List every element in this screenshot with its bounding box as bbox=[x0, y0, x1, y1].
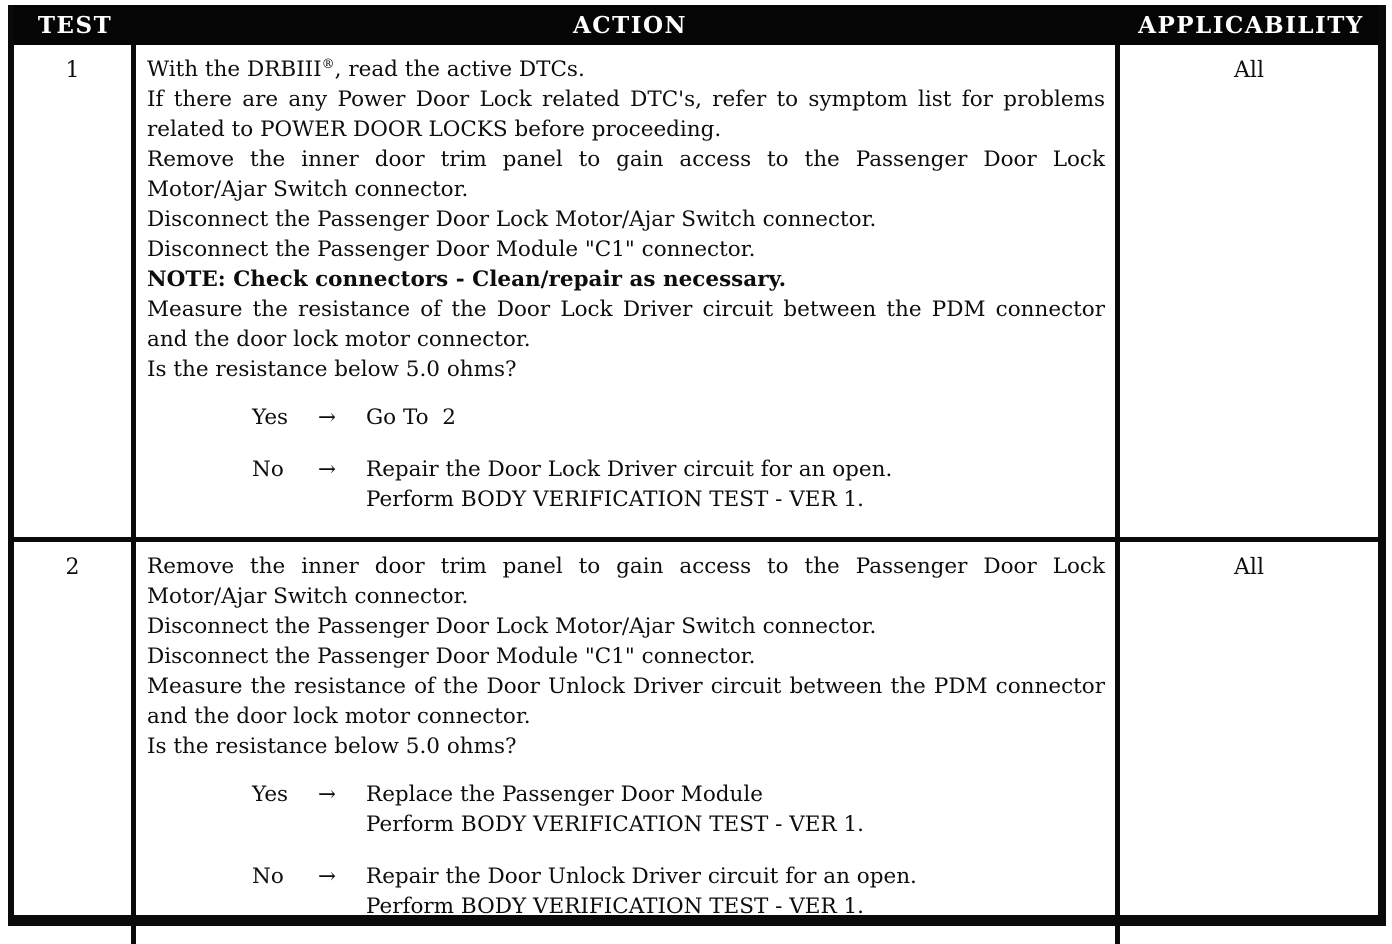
action-step: Is the resistance below 5.0 ohms? bbox=[147, 357, 517, 382]
outcome-line: Repair the Door Unlock Driver circuit fo… bbox=[366, 864, 917, 889]
decision-branch: No → Repair the Door Lock Driver circuit… bbox=[252, 455, 1105, 515]
table-body: 1 With the DRBIII®, read the active DTCs… bbox=[14, 45, 1378, 944]
decision-outcome: Repair the Door Unlock Driver circuit fo… bbox=[366, 862, 1105, 922]
decision-answer: No bbox=[252, 457, 284, 482]
action-cell: With the DRBIII®, read the active DTCs. I… bbox=[131, 45, 1120, 537]
action-step: If there are any Power Door Lock related… bbox=[147, 87, 1105, 142]
decision-branch: No → Repair the Door Unlock Driver circu… bbox=[252, 862, 1105, 922]
action-step: NOTE: Check connectors - Clean/repair as… bbox=[147, 267, 787, 292]
action-cell: Remove the inner door trim panel to gain… bbox=[131, 542, 1120, 944]
outcome-line: Perform BODY VERIFICATION TEST - VER 1. bbox=[366, 894, 865, 919]
column-header-test: TEST bbox=[37, 11, 113, 39]
action-step: Measure the resistance of the Door Unloc… bbox=[147, 674, 1105, 729]
applicability-value: All bbox=[1234, 58, 1264, 83]
decision-list: Yes → Go To 2 No → Repair the Door Lock … bbox=[147, 403, 1105, 515]
decision-outcome: Repair the Door Lock Driver circuit for … bbox=[366, 455, 1105, 515]
applicability-cell: All bbox=[1120, 45, 1378, 537]
action-step: Measure the resistance of the Door Lock … bbox=[147, 297, 1105, 352]
action-step: With the DRBIII®, read the active DTCs. bbox=[147, 56, 585, 82]
applicability-value: All bbox=[1234, 555, 1264, 580]
outcome-line: Replace the Passenger Door Module bbox=[366, 782, 763, 807]
action-step: Remove the inner door trim panel to gain… bbox=[147, 147, 1105, 202]
outcome-line: Repair the Door Lock Driver circuit for … bbox=[366, 457, 893, 482]
arrow-icon: → bbox=[318, 864, 337, 889]
arrow-icon: → bbox=[318, 405, 337, 430]
test-number: 1 bbox=[65, 58, 80, 83]
test-number-cell: 2 bbox=[14, 542, 131, 944]
decision-answer: Yes bbox=[252, 782, 289, 807]
action-steps: With the DRBIII®, read the active DTCs. I… bbox=[147, 55, 1105, 385]
outcome-line: Go To 2 bbox=[366, 405, 456, 430]
action-steps: Remove the inner door trim panel to gain… bbox=[147, 552, 1105, 762]
decision-branch: Yes → Go To 2 bbox=[252, 403, 1105, 433]
column-header-applicability: APPLICABILITY bbox=[1138, 11, 1364, 39]
action-step: Disconnect the Passenger Door Lock Motor… bbox=[147, 207, 877, 232]
arrow-icon: → bbox=[318, 782, 337, 807]
action-step: Is the resistance below 5.0 ohms? bbox=[147, 734, 517, 759]
action-step: Disconnect the Passenger Door Module "C1… bbox=[147, 644, 756, 669]
arrow-icon: → bbox=[318, 457, 337, 482]
diagnostic-test-table: TEST ACTION APPLICABILITY 1 With the DRB… bbox=[8, 5, 1386, 944]
action-step: Disconnect the Passenger Door Module "C1… bbox=[147, 237, 756, 262]
test-number-cell: 1 bbox=[14, 45, 131, 537]
column-header-action: ACTION bbox=[572, 11, 688, 39]
test-row-2: 2 Remove the inner door trim panel to ga… bbox=[14, 537, 1378, 944]
test-number: 2 bbox=[65, 555, 80, 580]
table-header-row: TEST ACTION APPLICABILITY bbox=[14, 5, 1378, 45]
action-step: Remove the inner door trim panel to gain… bbox=[147, 554, 1105, 609]
decision-answer: No bbox=[252, 864, 284, 889]
outcome-line: Perform BODY VERIFICATION TEST - VER 1. bbox=[366, 812, 865, 837]
test-row-1: 1 With the DRBIII®, read the active DTCs… bbox=[14, 45, 1378, 537]
decision-answer: Yes bbox=[252, 405, 289, 430]
decision-outcome: Go To 2 bbox=[366, 403, 1105, 433]
applicability-cell: All bbox=[1120, 542, 1378, 944]
outcome-line: Perform BODY VERIFICATION TEST - VER 1. bbox=[366, 487, 865, 512]
registered-trademark-mark: ® bbox=[321, 56, 335, 72]
action-step: Disconnect the Passenger Door Lock Motor… bbox=[147, 614, 877, 639]
